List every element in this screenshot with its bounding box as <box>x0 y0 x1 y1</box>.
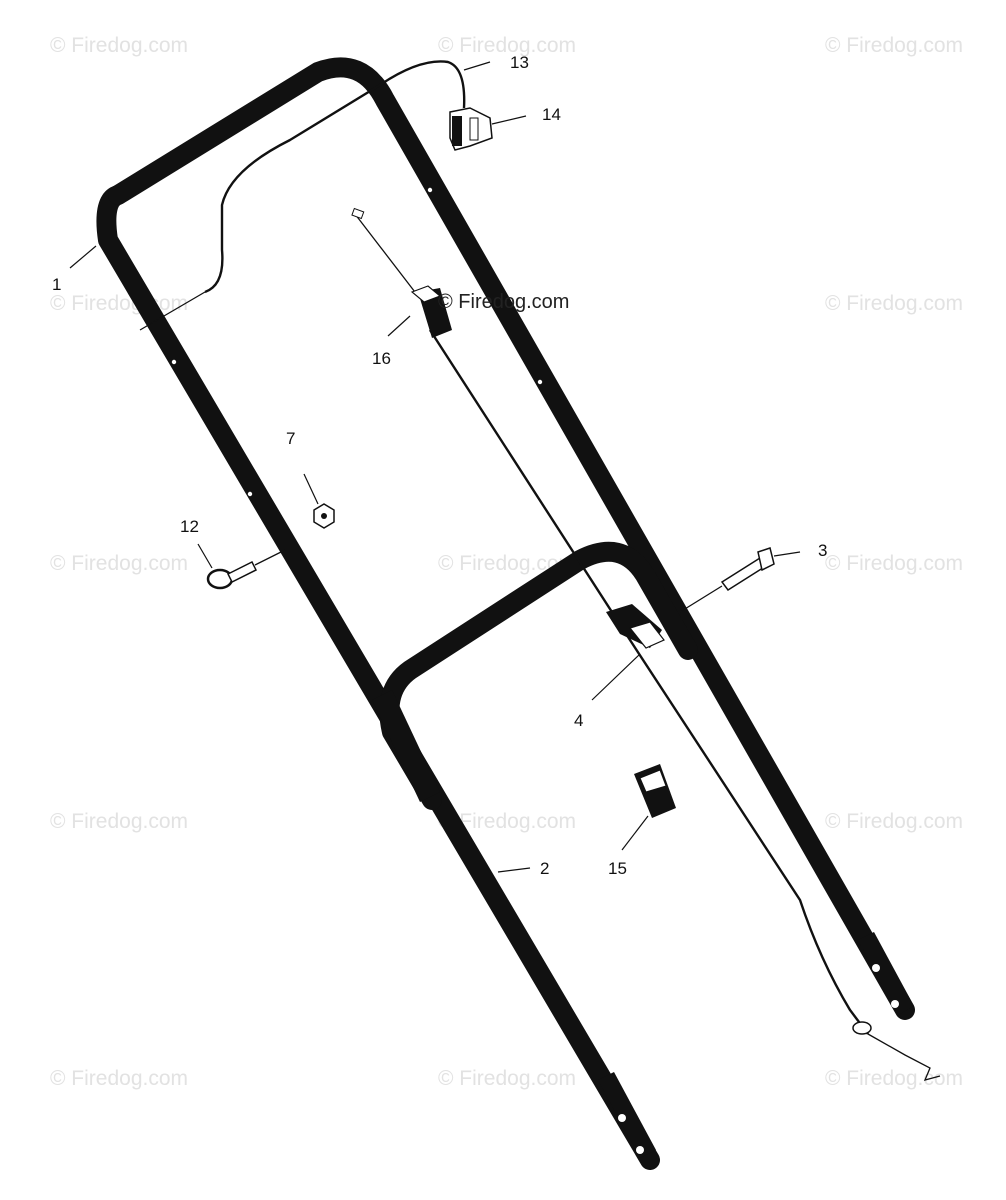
callout-1: 1 <box>52 275 61 294</box>
callout-13: 13 <box>510 53 529 72</box>
watermark: © Firedog.com <box>438 34 576 57</box>
watermark: © Firedog.com <box>50 34 188 57</box>
watermark: © Firedog.com <box>50 810 188 833</box>
watermark: © Firedog.com <box>438 1067 576 1090</box>
handle-bracket <box>372 690 440 802</box>
watermark: © Firedog.com <box>50 552 188 575</box>
cable-clip-lower <box>634 764 676 818</box>
watermark: © Firedog.com <box>438 810 576 833</box>
watermark: © Firedog.com <box>825 1067 963 1090</box>
hex-nut <box>313 503 335 529</box>
cable-clip <box>449 107 493 151</box>
bolt-hole <box>891 1000 899 1008</box>
callout-7: 7 <box>286 429 295 448</box>
callout-15: 15 <box>608 859 627 878</box>
watermark: © Firedog.com <box>438 552 576 575</box>
handle-knob <box>606 604 665 649</box>
bolt-hole <box>618 1114 626 1122</box>
watermark: © Firedog.com <box>50 1067 188 1090</box>
overlay-watermark: © Firedog.com <box>438 291 569 313</box>
callout-3: 3 <box>818 541 827 560</box>
callout-2: 2 <box>540 859 549 878</box>
callout-labels: 1 2 3 4 7 12 13 14 15 16 <box>52 53 827 878</box>
bolt-hole <box>636 1146 644 1154</box>
handle-end-plate <box>858 932 914 1015</box>
lower-handle <box>372 541 698 810</box>
watermark-layer: © Firedog.com © Firedog.com © Firedog.co… <box>50 34 963 1090</box>
bolt <box>679 547 775 613</box>
watermark: © Firedog.com <box>825 810 963 833</box>
leader-lines <box>69 61 801 873</box>
control-cable <box>139 60 466 331</box>
watermark: © Firedog.com <box>50 292 188 315</box>
eye-bolt <box>206 549 286 590</box>
callout-16: 16 <box>372 349 391 368</box>
callout-12: 12 <box>180 517 199 536</box>
callout-14: 14 <box>542 105 561 124</box>
rope-guide <box>410 285 452 338</box>
handle-end-plate <box>598 1072 656 1158</box>
starter-rope <box>351 207 941 1081</box>
bolt-hole <box>872 964 880 972</box>
callout-4: 4 <box>574 711 583 730</box>
watermark: © Firedog.com <box>825 34 963 57</box>
watermark: © Firedog.com <box>825 552 963 575</box>
watermark: © Firedog.com <box>825 292 963 315</box>
upper-handle <box>96 57 915 1170</box>
